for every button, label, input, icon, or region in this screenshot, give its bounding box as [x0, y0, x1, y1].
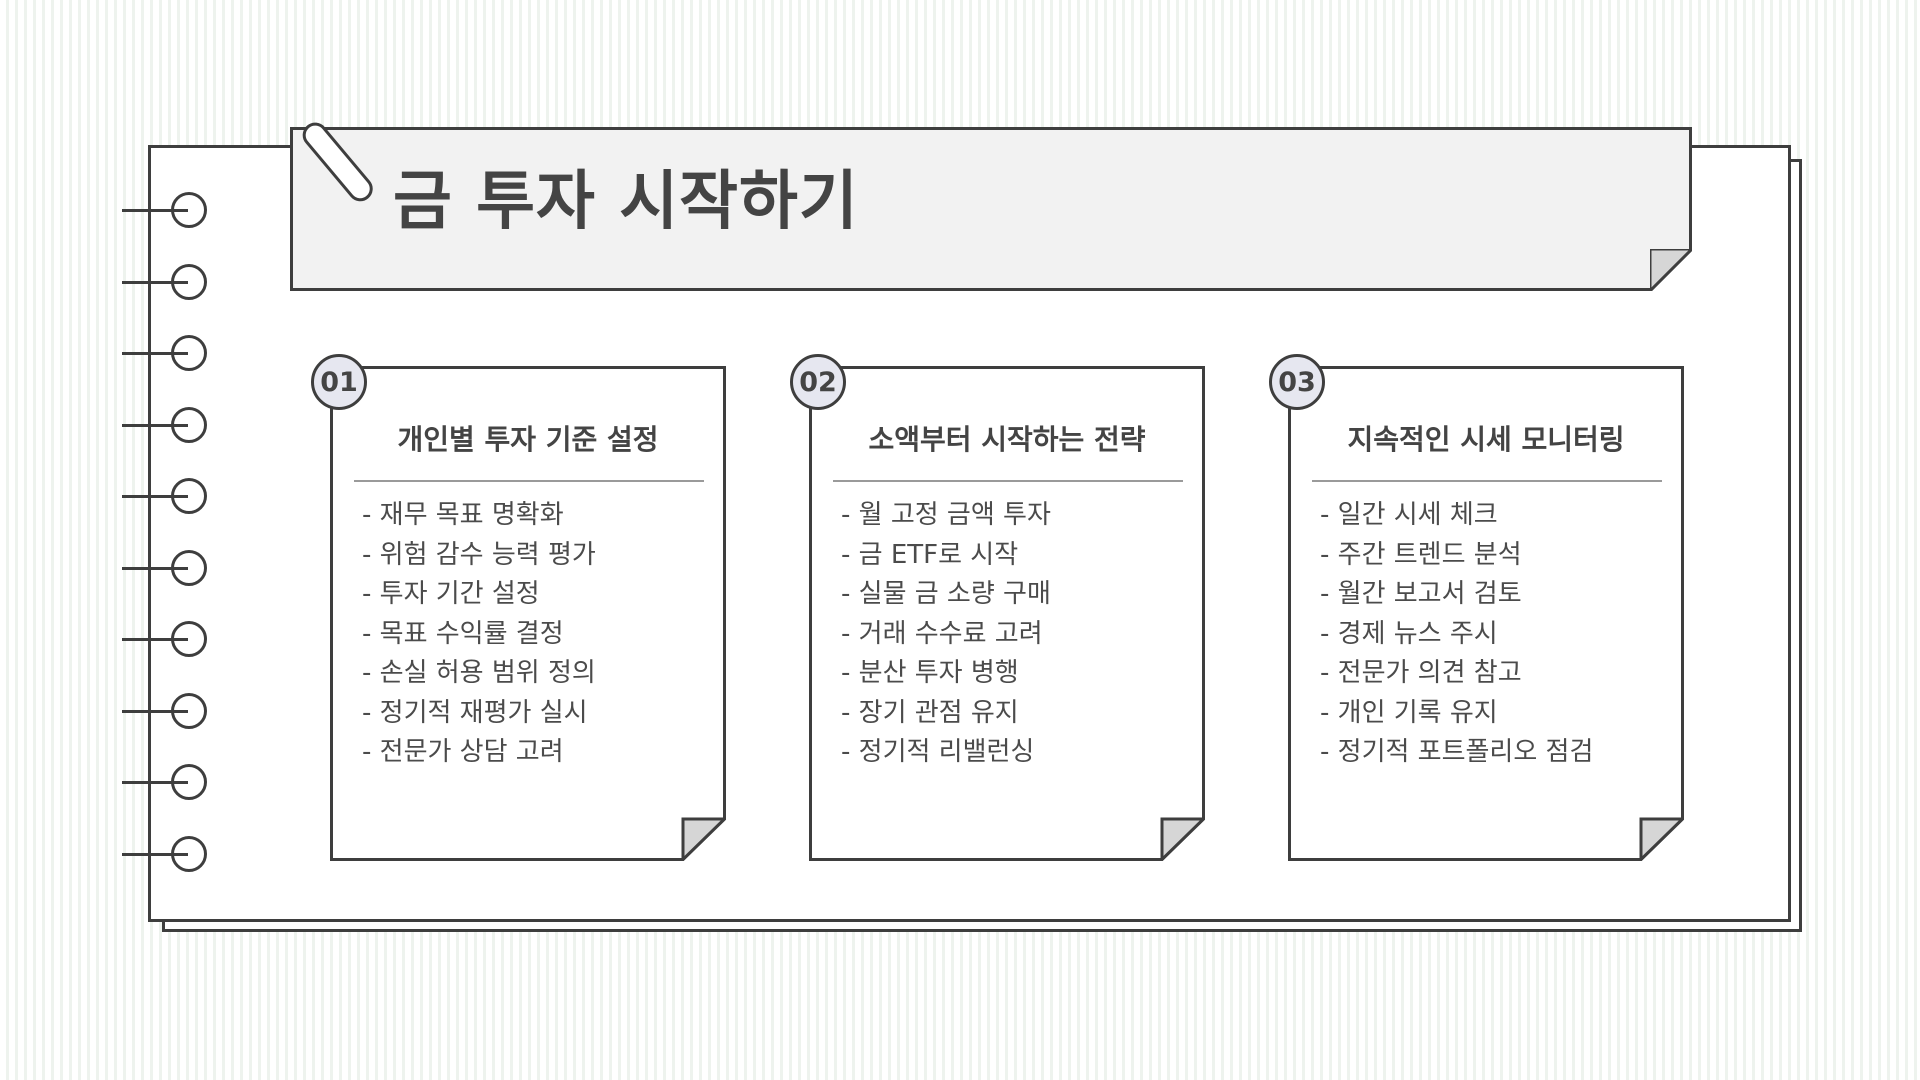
- list-item: - 위험 감수 능력 평가: [362, 539, 596, 570]
- card-divider: [833, 480, 1183, 482]
- spiral-ring-icon: [120, 621, 210, 657]
- card-03: 03 지속적인 시세 모니터링 - 일간 시세 체크 - 주간 트렌드 분석 -…: [1269, 354, 1684, 861]
- card-divider: [354, 480, 704, 482]
- page-fold-icon: [1650, 249, 1692, 291]
- paperclip-icon: [302, 122, 373, 202]
- card-02: 02 소액부터 시작하는 전략 - 월 고정 금액 투자 - 금 ETF로 시작…: [790, 354, 1205, 861]
- spiral-ring-icon: [120, 406, 210, 443]
- spiral-ring-icon: [120, 764, 210, 800]
- list-item: - 정기적 재평가 실시: [362, 697, 588, 728]
- step-number-badge: 02: [790, 354, 846, 410]
- list-item: - 정기적 리밸런싱: [841, 737, 1035, 767]
- card-paper: [1288, 366, 1684, 861]
- list-item: - 전문가 의견 참고: [1320, 658, 1522, 688]
- step-number-badge: 03: [1269, 354, 1325, 410]
- card-title: 소액부터 시작하는 전략: [868, 423, 1146, 456]
- spiral-ring-icon: [120, 335, 210, 371]
- list-item: - 전문가 상담 고려: [362, 737, 564, 767]
- list-item: - 투자 기간 설정: [362, 579, 540, 609]
- list-item: - 손실 허용 범위 정의: [362, 658, 596, 688]
- list-item: - 주간 트렌드 분석: [1320, 539, 1522, 570]
- spiral-ring-icon: [120, 549, 210, 586]
- spiral-ring-icon: [120, 478, 210, 514]
- list-item: - 월 고정 금액 투자: [841, 500, 1051, 530]
- card-title: 지속적인 시세 모니터링: [1347, 423, 1625, 456]
- list-item: - 거래 수수료 고려: [841, 618, 1043, 649]
- spiral-ring-icon: [120, 835, 210, 872]
- list-item: - 정기적 포트폴리오 점검: [1320, 737, 1594, 767]
- card-title: 개인별 투자 기준 설정: [397, 423, 659, 456]
- card-item-list: - 재무 목표 명확화 - 위험 감수 능력 평가 - 투자 기간 설정 - 목…: [362, 496, 596, 773]
- title-banner: 금 투자 시작하기: [290, 127, 1692, 291]
- spiral-ring-icon: [120, 192, 210, 228]
- step-number-badge: 01: [311, 354, 367, 410]
- list-item: - 일간 시세 체크: [1320, 500, 1498, 530]
- page-title: 금 투자 시작하기: [393, 165, 859, 239]
- list-item: - 재무 목표 명확화: [362, 500, 564, 530]
- card-item-list: - 일간 시세 체크 - 주간 트렌드 분석 - 월간 보고서 검토 - 경제 …: [1320, 496, 1593, 773]
- spiral-binding: [120, 192, 210, 882]
- card-01: 01 개인별 투자 기준 설정 - 재무 목표 명확화 - 위험 감수 능력 평…: [311, 354, 726, 861]
- list-item: - 목표 수익률 결정: [362, 618, 564, 649]
- list-item: - 분산 투자 병행: [841, 658, 1019, 688]
- list-item: - 경제 뉴스 주시: [1320, 618, 1498, 649]
- list-item: - 개인 기록 유지: [1320, 697, 1498, 728]
- list-item: - 장기 관점 유지: [841, 697, 1019, 728]
- card-paper: [330, 366, 726, 861]
- list-item: - 월간 보고서 검토: [1320, 579, 1522, 609]
- card-divider: [1312, 480, 1662, 482]
- list-item: - 실물 금 소량 구매: [841, 579, 1051, 609]
- spiral-ring-icon: [120, 263, 210, 300]
- card-item-list: - 월 고정 금액 투자 - 금 ETF로 시작 - 실물 금 소량 구매 - …: [841, 496, 1051, 773]
- spiral-ring-icon: [120, 692, 210, 729]
- list-item: - 금 ETF로 시작: [841, 539, 1019, 570]
- card-paper: [809, 366, 1205, 861]
